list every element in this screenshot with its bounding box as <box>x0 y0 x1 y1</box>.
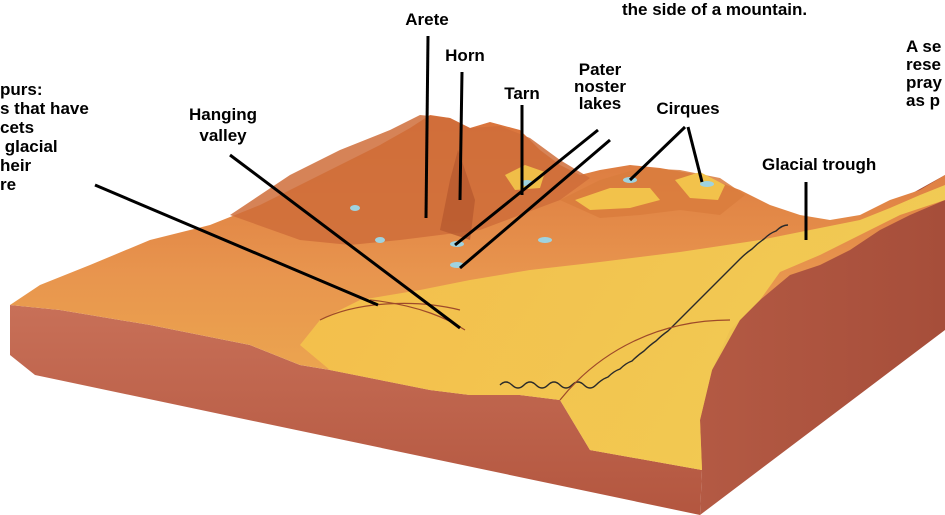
label-tarn: Tarn <box>492 84 552 103</box>
label-glacial-trough: Glacial trough <box>762 155 876 174</box>
lake <box>350 205 360 211</box>
label-hanging-valley: Hanging valley <box>168 104 278 146</box>
pointer-arete <box>426 36 428 218</box>
lake <box>375 237 385 243</box>
label-horn: Horn <box>435 46 495 65</box>
pointer-horn <box>460 72 462 200</box>
label-right-clipped: A se rese pray as p <box>906 38 942 110</box>
label-spurs-clipped: purs: s that have cets glacial heir re <box>0 80 89 194</box>
label-cirques: Cirques <box>643 99 733 118</box>
label-arete: Arete <box>392 10 462 29</box>
lake <box>538 237 552 243</box>
label-paternoster-lakes: Pater noster lakes <box>560 61 640 112</box>
label-mountain-side-clipped: the side of a mountain. <box>622 0 807 19</box>
